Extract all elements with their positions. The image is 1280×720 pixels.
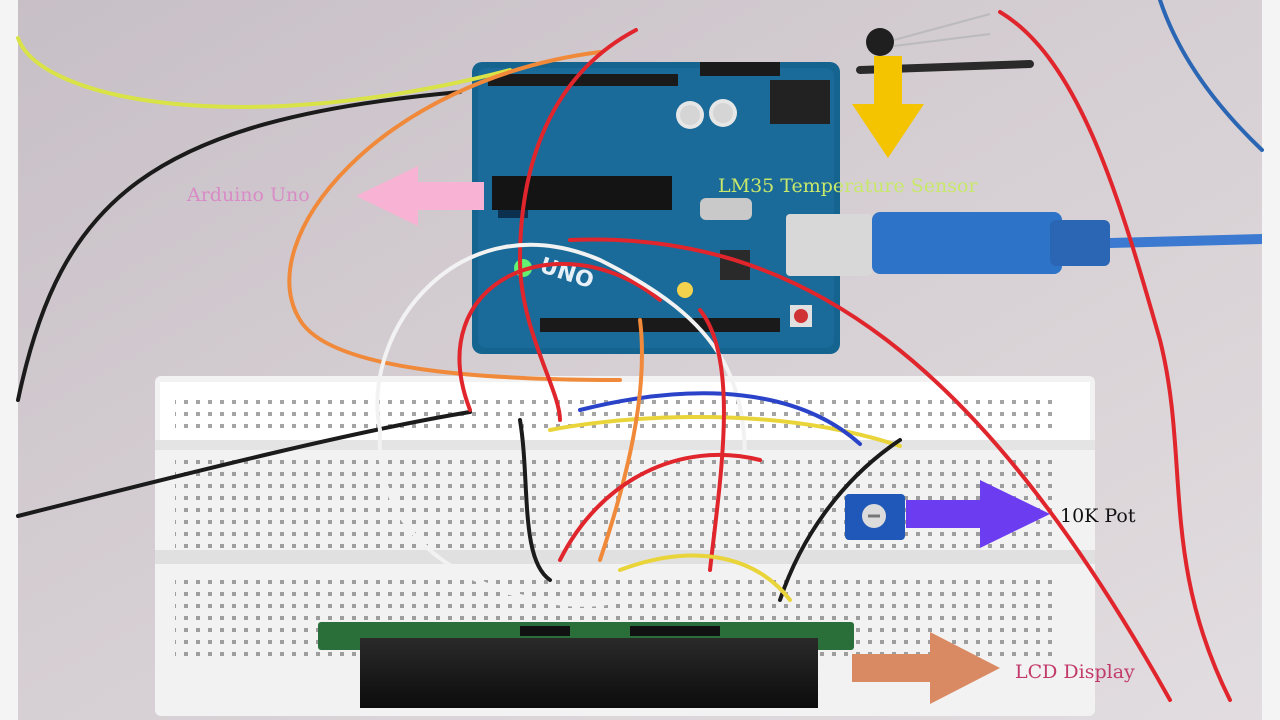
lcd-arrow	[852, 632, 1000, 704]
jumper-wires	[16, 0, 1264, 702]
arduino-arrow	[356, 166, 484, 226]
lcd-module	[318, 622, 854, 708]
potentiometer	[845, 494, 905, 540]
arduino-uno-label: Arduino Uno	[187, 184, 310, 206]
pot-arrow	[906, 480, 1050, 548]
usb-cable	[786, 212, 1262, 276]
arduino-uno-board: UNO	[472, 62, 840, 354]
right-edge	[1262, 0, 1280, 720]
pot-label: 10K Pot	[1060, 505, 1136, 527]
lcd-display-label: LCD Display	[1015, 661, 1135, 683]
lm35-arrow	[852, 56, 924, 158]
left-edge	[0, 0, 18, 720]
annotation-arrows	[356, 56, 1050, 704]
lm35-sensor-label: LM35 Temperature Sensor	[718, 175, 978, 197]
